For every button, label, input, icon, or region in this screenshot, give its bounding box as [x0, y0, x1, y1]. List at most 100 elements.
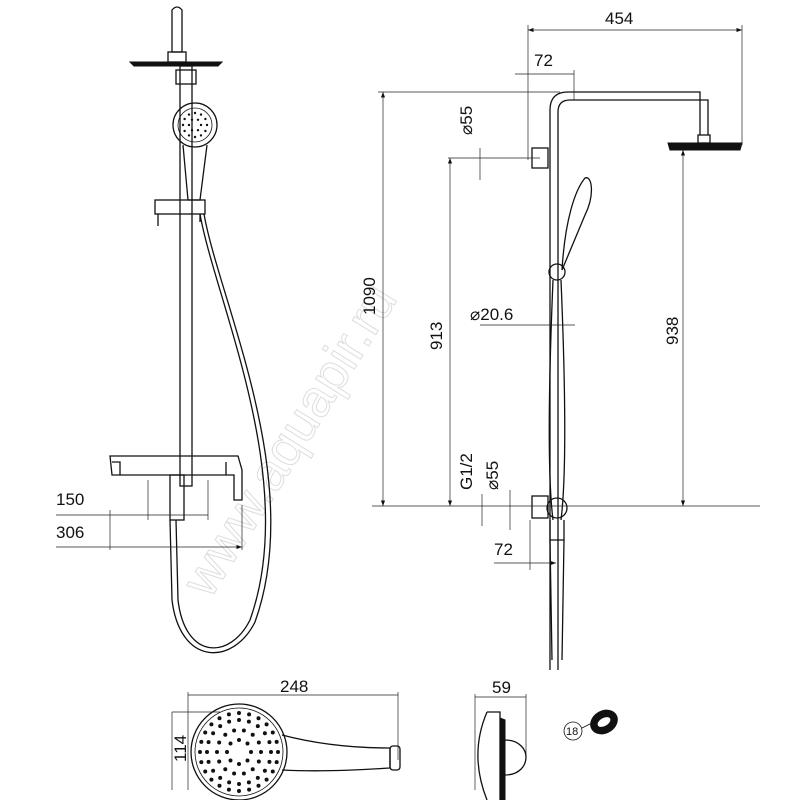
nozzle-dot [199, 760, 204, 765]
nozzle-dot [211, 731, 216, 736]
nozzle-dot [198, 750, 202, 754]
nozzle-dot [237, 718, 241, 722]
front-view: 150 306 [56, 6, 272, 654]
nozzle-dot [227, 780, 232, 785]
nozzle-dot [196, 128, 200, 132]
nozzle-dot [237, 789, 241, 793]
nozzle-dot [211, 768, 216, 773]
nozzle-dot [217, 716, 222, 721]
nozzle-dot [203, 769, 208, 774]
nozzle-dot [262, 731, 267, 736]
nozzle-dot [256, 716, 261, 721]
nozzle-dot [232, 771, 237, 776]
watermark: www.aquapir.ru [170, 274, 408, 607]
dim-height-bar: 913 [427, 322, 446, 350]
nozzle-dot [187, 123, 191, 127]
nozzle-dot [199, 739, 204, 744]
part-number-label: 18 [566, 726, 578, 738]
nozzle-dot [241, 728, 246, 733]
nozzle-dot [196, 118, 200, 122]
nozzle-dot [245, 741, 250, 746]
dim-handshower-width: 114 [171, 735, 190, 762]
side-view: 454 72 1090 913 938 ⌀55 ⌀20.6 G1/2 ⌀55 7… [360, 9, 760, 670]
nozzle-dot [274, 760, 279, 765]
dim-mixer-outer: 306 [56, 523, 84, 542]
nozzle-dot [237, 762, 241, 766]
nozzle-dot [199, 123, 203, 127]
nozzle-dot [199, 134, 203, 137]
nozzle-dot [183, 117, 186, 121]
nozzle-dot [226, 787, 231, 792]
nozzle-dot [270, 730, 275, 735]
nozzle-dot [267, 740, 272, 745]
nozzle-dot [247, 787, 252, 792]
nozzle-dot [223, 732, 228, 737]
dim-width-total: 454 [605, 9, 633, 28]
nozzle-dot [255, 775, 260, 780]
nozzle-dot [209, 777, 214, 782]
handshower-front-detail: 248 114 [171, 677, 401, 800]
nozzle-dot [206, 740, 211, 745]
dim-bar-diameter: ⌀20.6 [470, 305, 513, 324]
nozzle-dot [228, 758, 233, 763]
nozzle-dot [274, 739, 279, 744]
nozzle-dot [187, 134, 191, 137]
dim-thread: G1/2 [457, 453, 476, 490]
nozzle-dot [241, 771, 246, 776]
nozzle-dot [249, 750, 253, 754]
nozzle-dot [190, 128, 194, 132]
part-18-detail: 18 [563, 709, 618, 741]
dim-mixer-inner: 150 [56, 490, 84, 509]
nozzle-dot [218, 724, 223, 729]
nozzle-dot [256, 783, 261, 788]
dim-offset-bottom: 72 [494, 540, 513, 559]
nozzle-dot [223, 767, 228, 772]
nozzle-dot [217, 740, 222, 745]
nozzle-dot [199, 113, 203, 116]
nozzle-dot [262, 768, 267, 773]
nozzle-dot [237, 782, 241, 786]
dim-diameter-top: ⌀55 [457, 106, 476, 135]
nozzle-dot [193, 135, 197, 139]
nozzle-dot [225, 750, 229, 754]
nozzle-dot [183, 129, 186, 133]
nozzle-dot [264, 777, 269, 782]
nozzle-dot [193, 111, 197, 115]
nozzle-dot [209, 722, 214, 727]
nozzle-dot [215, 750, 219, 754]
nozzle-dot [217, 783, 222, 788]
nozzle-dot [237, 738, 241, 742]
nozzle-dot [190, 118, 194, 122]
nozzle-dot [187, 113, 191, 116]
nozzle-dot [205, 750, 209, 754]
nozzle-dot [237, 711, 241, 715]
nozzle-dot [227, 719, 232, 724]
dim-handshower-depth: 59 [492, 678, 511, 697]
nozzle-dot [232, 728, 237, 733]
dim-diameter-bottom: ⌀55 [483, 461, 502, 490]
nozzle-dot [255, 724, 260, 729]
nozzle-dot [267, 759, 272, 764]
nozzle-dot [250, 732, 255, 737]
nozzle-dot [245, 758, 250, 763]
nozzle-dot [246, 780, 251, 785]
nozzle-dot [269, 750, 273, 754]
nozzle-dot [246, 719, 251, 724]
nozzle-dot [226, 712, 231, 717]
dim-height-head: 938 [663, 317, 682, 345]
nozzle-dot [250, 767, 255, 772]
nozzle-dot [276, 750, 280, 754]
nozzle-dot [204, 117, 207, 121]
dim-handshower-length: 248 [280, 677, 308, 696]
nozzle-dot [270, 769, 275, 774]
nozzle-dot [204, 129, 207, 133]
nozzle-dot [259, 750, 263, 754]
nozzle-dot [264, 722, 269, 727]
dim-height-total: 1090 [360, 277, 379, 315]
dim-offset-top: 72 [534, 51, 553, 70]
nozzle-dot [256, 759, 261, 764]
nozzle-dot [181, 123, 185, 127]
nozzle-dot [217, 759, 222, 764]
